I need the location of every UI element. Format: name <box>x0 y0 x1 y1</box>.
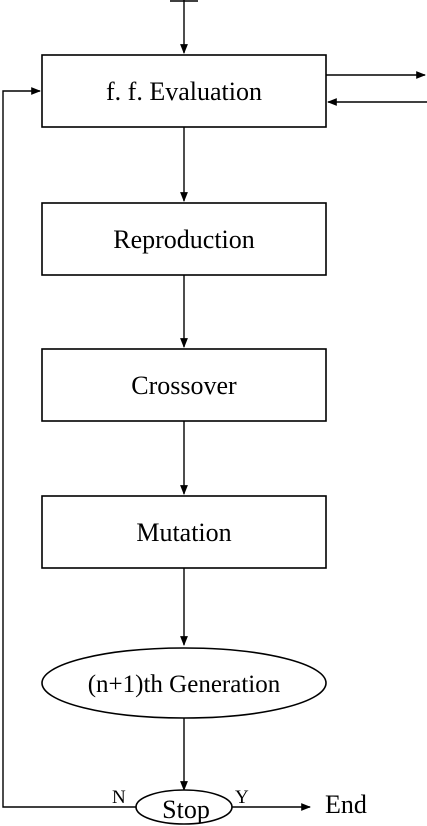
edge-no-label: N <box>112 787 126 808</box>
edge-stop-evaluation-loop <box>2 87 136 808</box>
node-stop-label: Stop <box>162 795 210 824</box>
node-evaluation-label: f. f. Evaluation <box>106 77 262 106</box>
node-generation: (n+1)th Generation <box>41 647 327 719</box>
node-stop: Stop <box>135 789 233 825</box>
node-evaluation: f. f. Evaluation <box>41 54 327 128</box>
node-generation-label: (n+1)th Generation <box>88 671 281 698</box>
incoming-arrow <box>170 0 198 54</box>
node-reproduction-label: Reproduction <box>113 225 255 254</box>
node-crossover: Crossover <box>41 348 327 422</box>
node-mutation-label: Mutation <box>136 518 231 547</box>
node-end-label: End <box>325 790 367 819</box>
node-crossover-label: Crossover <box>131 371 237 400</box>
node-reproduction: Reproduction <box>41 202 327 276</box>
edge-yes-label: Y <box>235 787 249 808</box>
node-mutation: Mutation <box>41 495 327 569</box>
